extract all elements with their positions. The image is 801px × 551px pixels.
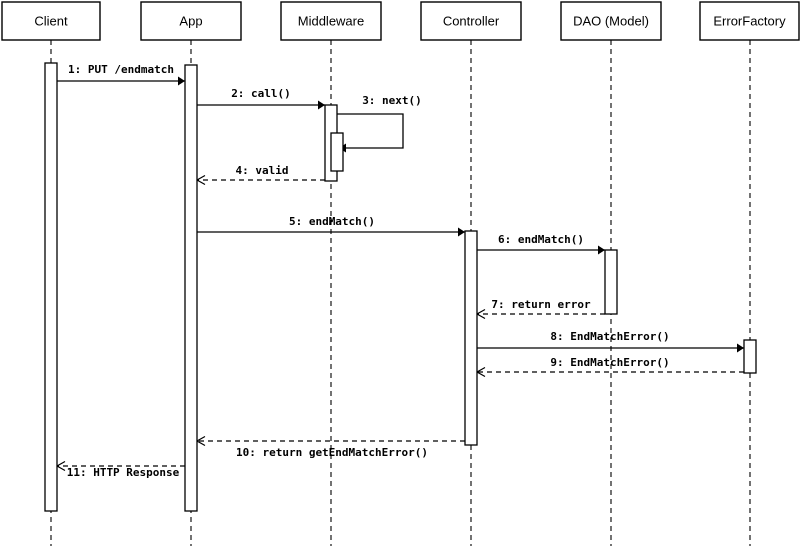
participant-label-dao: DAO (Model): [573, 13, 649, 28]
act-controller: [464, 230, 478, 446]
message-7[interactable]: 7: return error: [475, 298, 605, 320]
message-label-2: 2: call(): [231, 87, 291, 100]
message-3[interactable]: 3: next(): [337, 94, 422, 153]
arrowhead-filled: [737, 343, 744, 353]
message-8[interactable]: 8: EndMatchError(): [477, 330, 744, 353]
message-label-7: 7: return error: [491, 298, 591, 311]
message-label-11: 11: HTTP Response: [67, 466, 180, 479]
act-app: [184, 64, 198, 512]
message-layer: 1: PUT /endmatch 2: call() 3: next() 4: val…: [55, 63, 744, 480]
participant-label-controller: Controller: [443, 13, 500, 28]
act-client: [44, 62, 58, 512]
participant-errorfactory[interactable]: ErrorFactory: [699, 1, 800, 41]
arrowhead-filled: [318, 100, 325, 110]
act-dao: [604, 249, 618, 315]
message-1[interactable]: 1: PUT /endmatch: [57, 63, 185, 86]
participant-label-errorfactory: ErrorFactory: [713, 13, 786, 28]
message-label-5: 5: endMatch(): [289, 215, 375, 228]
message-label-10: 10: return getEndMatchError(): [236, 446, 428, 459]
arrowhead-filled: [178, 76, 185, 86]
message-label-1: 1: PUT /endmatch: [68, 63, 174, 76]
message-label-6: 6: endMatch(): [498, 233, 584, 246]
participant-controller[interactable]: Controller: [420, 1, 522, 41]
participant-box-app: [140, 1, 242, 41]
arrowhead-filled: [598, 245, 605, 255]
message-4[interactable]: 4: valid: [195, 164, 325, 186]
participant-dao[interactable]: DAO (Model): [560, 1, 662, 41]
participant-label-app: App: [179, 13, 202, 28]
participant-app[interactable]: App: [140, 1, 242, 41]
participant-client[interactable]: Client: [1, 1, 101, 41]
message-label-9: 9: EndMatchError(): [550, 356, 669, 369]
participant-box-client: [1, 1, 101, 41]
arrowhead-filled: [458, 227, 465, 237]
participant-box-errorfactory: [699, 1, 800, 41]
participant-box-dao: [560, 1, 662, 41]
participant-label-client: Client: [34, 13, 68, 28]
message-2[interactable]: 2: call(): [197, 87, 325, 110]
message-11[interactable]: 11: HTTP Response: [55, 460, 185, 480]
participant-box-controller: [420, 1, 522, 41]
message-label-8: 8: EndMatchError(): [550, 330, 669, 343]
participant-label-middleware: Middleware: [298, 13, 364, 28]
participant-box-middleware: [280, 1, 382, 41]
act-errorfactory: [743, 339, 757, 374]
message-path-3: [337, 113, 404, 149]
message-5[interactable]: 5: endMatch(): [197, 215, 465, 237]
message-6[interactable]: 6: endMatch(): [477, 233, 605, 255]
message-label-3: 3: next(): [362, 94, 422, 107]
message-label-4: 4: valid: [236, 164, 289, 177]
participant-middleware[interactable]: Middleware: [280, 1, 382, 41]
act-middleware-nested: [330, 132, 344, 172]
